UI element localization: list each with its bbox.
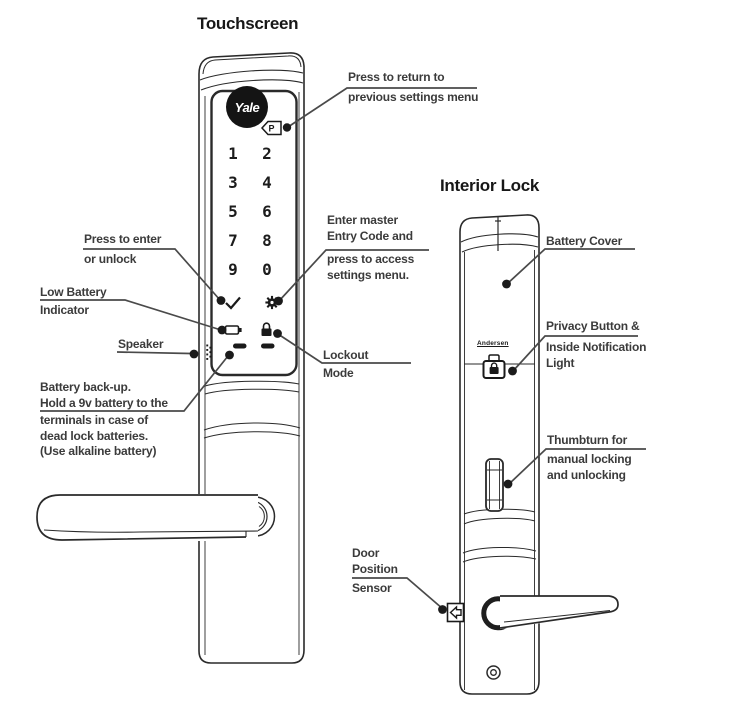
interior-lock-drawing [459, 214, 540, 695]
label-privacy-part2: Inside Notification Light [546, 340, 647, 370]
label-door-sensor-part2: Sensor [352, 581, 392, 595]
exterior-handle-boss [254, 496, 276, 537]
yale-logo: Yale [226, 86, 268, 128]
label-thumbturn-part1: Thumbturn for [547, 433, 628, 447]
label-door-sensor-part1: Door Position [352, 546, 398, 576]
label-press-return-line1: Press to return to [348, 70, 445, 84]
label-speaker: Speaker [118, 337, 164, 351]
exterior-handle [36, 494, 259, 541]
keypad-digit-3: 3 [228, 173, 238, 192]
interior-lock-title: Interior Lock [440, 176, 540, 195]
label-battery-cover: Battery Cover [546, 234, 623, 248]
interior-handle [499, 595, 619, 629]
keypad-digit-7: 7 [228, 231, 238, 250]
keypad-digit-6: 6 [262, 202, 272, 221]
keypad-digit-2: 2 [262, 144, 272, 163]
label-lockout-line1: Lockout [323, 348, 369, 362]
label-battery-backup-part2: terminals in case of dead lock batteries… [40, 413, 157, 458]
label-press-return-line2: previous settings menu [348, 90, 479, 104]
door-position-sensor [446, 602, 465, 623]
interior-body-outline [459, 214, 540, 695]
leader-dots [189, 123, 517, 614]
leader-lines [40, 87, 646, 610]
privacy-lock-icon [489, 362, 499, 374]
label-master-code-part1: Enter master Entry Code and [327, 213, 413, 243]
left-arrow-icon [449, 605, 462, 620]
padlock-icon [261, 322, 272, 336]
label-lockout-line2: Mode [323, 366, 354, 380]
svg-text:P: P [268, 124, 274, 134]
interior-brand-text: Andersen [477, 340, 509, 347]
terminal-bars-icon [233, 343, 275, 349]
thumbturn [485, 458, 504, 512]
keypad-digit-8: 8 [262, 231, 272, 250]
interior-handle-boss [481, 596, 510, 631]
label-press-enter-line1: Press to enter [84, 232, 162, 246]
label-thumbturn-part2: manual locking and unlocking [547, 452, 632, 482]
touchscreen-title: Touchscreen [197, 14, 299, 33]
p-return-icon: P [260, 120, 282, 136]
label-low-battery-line1: Low Battery [40, 285, 107, 299]
keypad-digit-0: 0 [262, 260, 272, 279]
touchscreen-lock-drawing [198, 52, 305, 664]
screw-icon [486, 665, 501, 680]
privacy-button [482, 354, 506, 379]
keypad-digit-5: 5 [228, 202, 238, 221]
speaker-icon [206, 344, 212, 360]
keypad-digit-4: 4 [262, 173, 272, 192]
checkmark-icon [225, 296, 241, 310]
keypad-digit-9: 9 [228, 260, 238, 279]
label-master-code-part2: press to access settings menu. [327, 252, 415, 282]
label-battery-backup-part1: Battery back-up. Hold a 9v battery to th… [40, 380, 168, 410]
battery-icon [224, 325, 242, 335]
keypad-digit-1: 1 [228, 144, 238, 163]
label-low-battery-line2: Indicator [40, 303, 89, 317]
label-privacy-part1: Privacy Button & [546, 319, 640, 333]
label-press-enter-line2: or unlock [84, 252, 137, 266]
